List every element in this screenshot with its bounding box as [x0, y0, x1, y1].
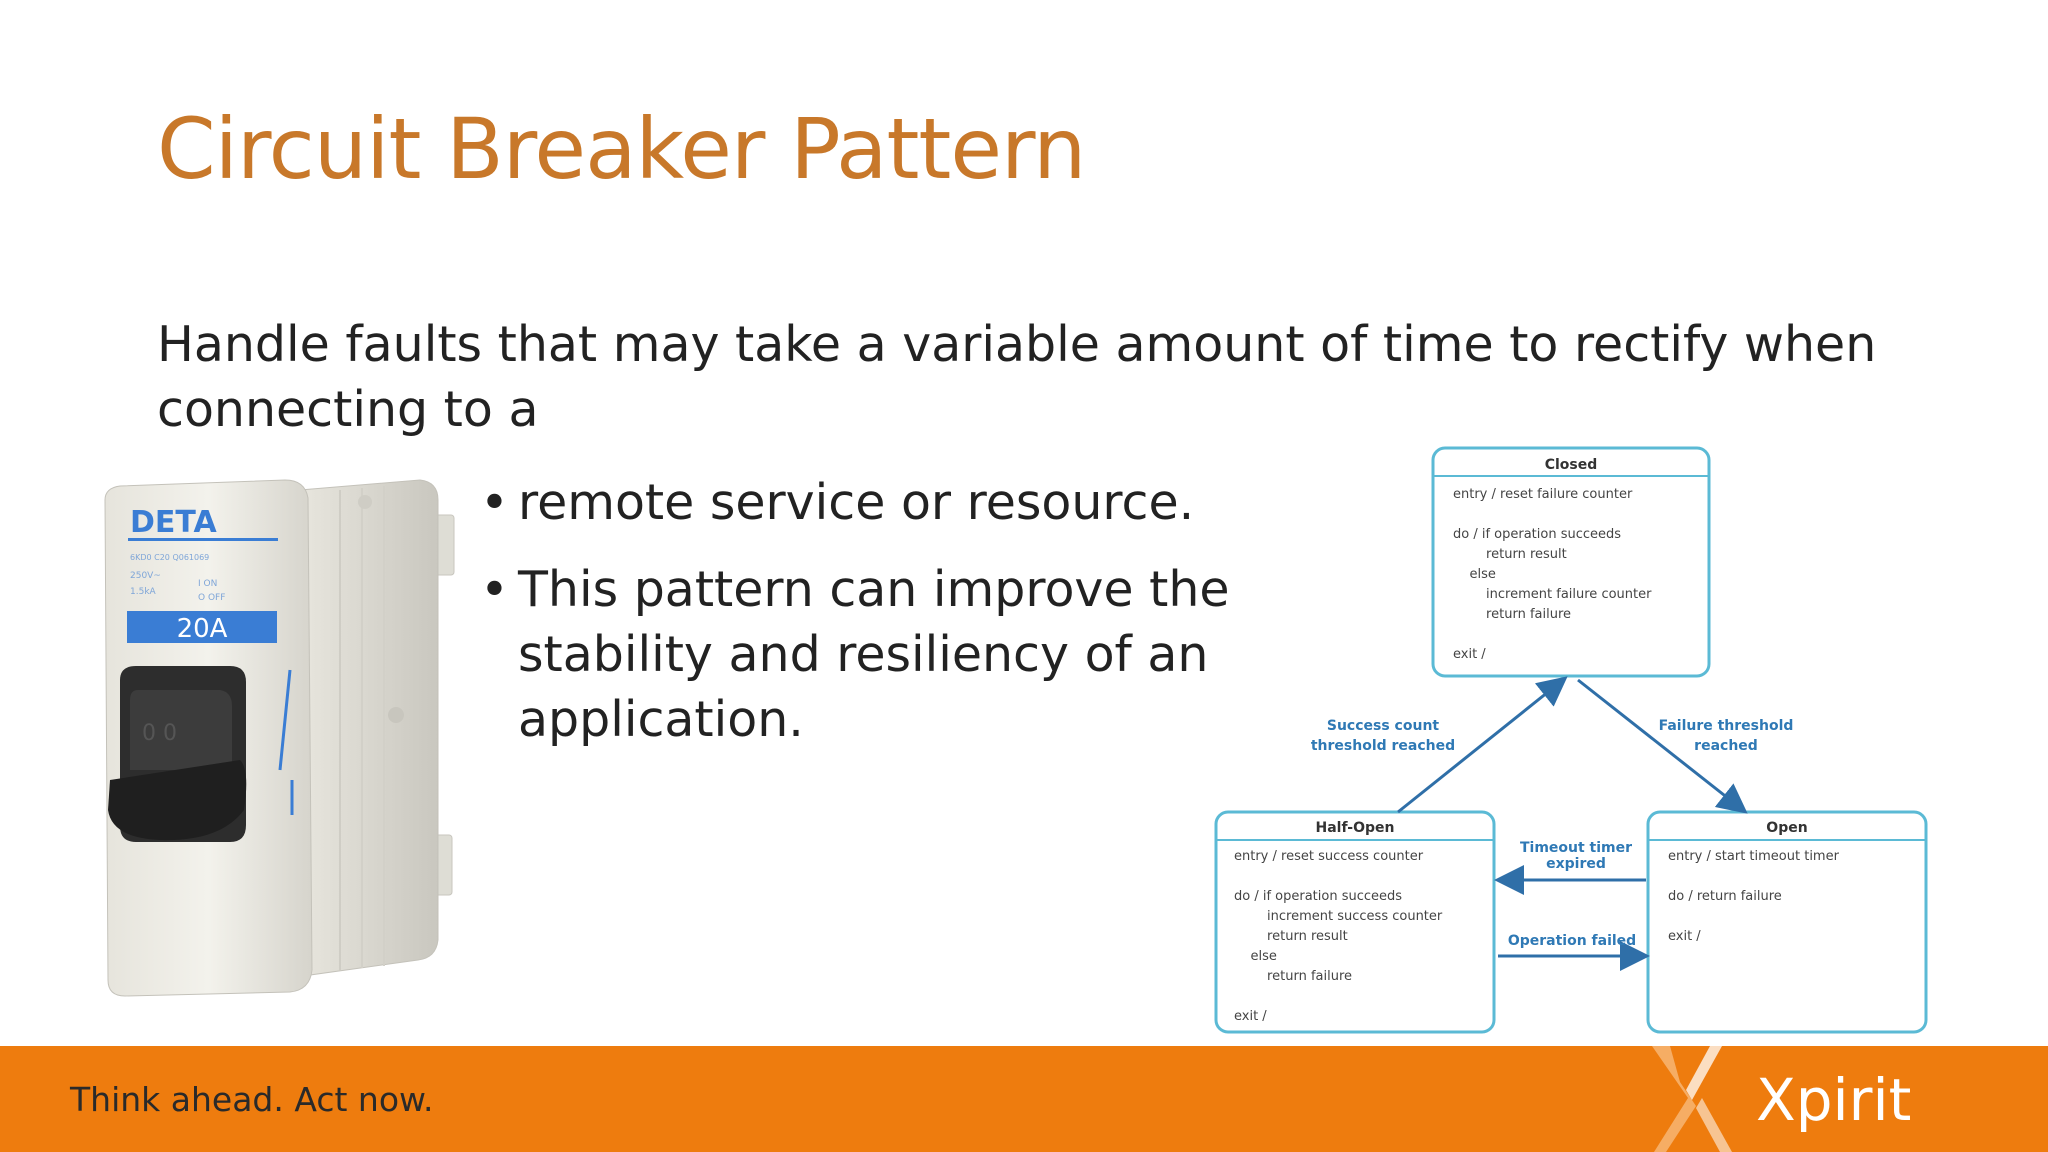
failure-threshold-label: Failure threshold — [1659, 718, 1794, 734]
circuit-breaker-image: DETA 6KD0 C20 Q061069 250V~ 1.5kA I ON O… — [104, 479, 455, 997]
closed-state-title: Closed — [1545, 457, 1598, 473]
half-open-state-line: entry / reset success counter — [1234, 849, 1424, 864]
closed-state-line: do / if operation succeeds — [1453, 527, 1621, 542]
bullet-dot-icon: • — [480, 474, 509, 531]
breaker-off-label: O OFF — [198, 593, 225, 603]
half-open-state-line: increment success counter — [1234, 909, 1443, 924]
closed-state-line: exit / — [1453, 647, 1486, 662]
bullet-dot-icon: • — [480, 561, 509, 618]
timeout-timer-label: expired — [1546, 856, 1606, 872]
half-open-state-line: return result — [1234, 929, 1348, 944]
open-state-line: do / return failure — [1668, 889, 1782, 904]
success-count-label: Success count — [1327, 718, 1440, 734]
svg-text:0 0: 0 0 — [142, 721, 177, 746]
half-open-state-line: exit / — [1234, 1009, 1267, 1024]
xpirit-logo-icon — [1652, 1046, 1732, 1152]
breaker-voltage-label: 250V~ — [130, 571, 161, 581]
success-count-arrow — [1397, 676, 1568, 814]
bullet-text: remote service or resource. — [518, 474, 1195, 531]
breaker-model-label: 6KD0 C20 Q061069 — [130, 553, 209, 562]
bullet-item: •This pattern can improve the stability … — [480, 557, 1240, 752]
half-open-state-line: else — [1234, 949, 1277, 964]
breaker-amp-label: 20A — [177, 614, 228, 644]
closed-state-line: increment failure counter — [1453, 587, 1652, 602]
bullet-item: •remote service or resource. — [480, 470, 1240, 535]
breaker-brand-label: DETA — [130, 505, 218, 540]
success-count-label: threshold reached — [1311, 738, 1455, 754]
half-open-state-line: return failure — [1234, 969, 1352, 984]
closed-state-line: return failure — [1453, 607, 1571, 622]
breaker-on-label: I ON — [198, 579, 217, 589]
bullet-text: This pattern can improve the stability a… — [518, 561, 1230, 748]
open-state-title: Open — [1766, 820, 1807, 836]
half-open-state-box: Half-Open entry / reset success counter … — [1214, 810, 1496, 1034]
breaker-kA-label: 1.5kA — [130, 587, 157, 597]
open-state-box: Open entry / start timeout timer do / re… — [1646, 810, 1928, 1034]
half-open-state-line: do / if operation succeeds — [1234, 889, 1402, 904]
open-state-line: entry / start timeout timer — [1668, 849, 1840, 864]
intro-text: Handle faults that may take a variable a… — [157, 316, 1877, 438]
footer-brand: Xpirit — [1756, 1066, 1912, 1134]
closed-state-line: return result — [1453, 547, 1567, 562]
closed-state-box: Closed entry / reset failure counter do … — [1431, 446, 1711, 678]
half-open-state-title: Half-Open — [1315, 820, 1394, 836]
state-diagram: Closed entry / reset failure counter do … — [1214, 446, 1928, 1034]
slide-title: Circuit Breaker Pattern — [157, 100, 1086, 198]
footer-tagline: Think ahead. Act now. — [70, 1080, 434, 1119]
bullet-list: •remote service or resource. •This patte… — [480, 470, 1240, 774]
failure-threshold-label: reached — [1694, 738, 1758, 754]
open-state-line: exit / — [1668, 929, 1701, 944]
closed-state-line: else — [1453, 567, 1496, 582]
operation-failed-label: Operation failed — [1508, 933, 1636, 949]
closed-state-line: entry / reset failure counter — [1453, 487, 1633, 502]
timeout-timer-label: Timeout timer — [1520, 840, 1632, 856]
failure-threshold-arrow — [1577, 678, 1748, 814]
